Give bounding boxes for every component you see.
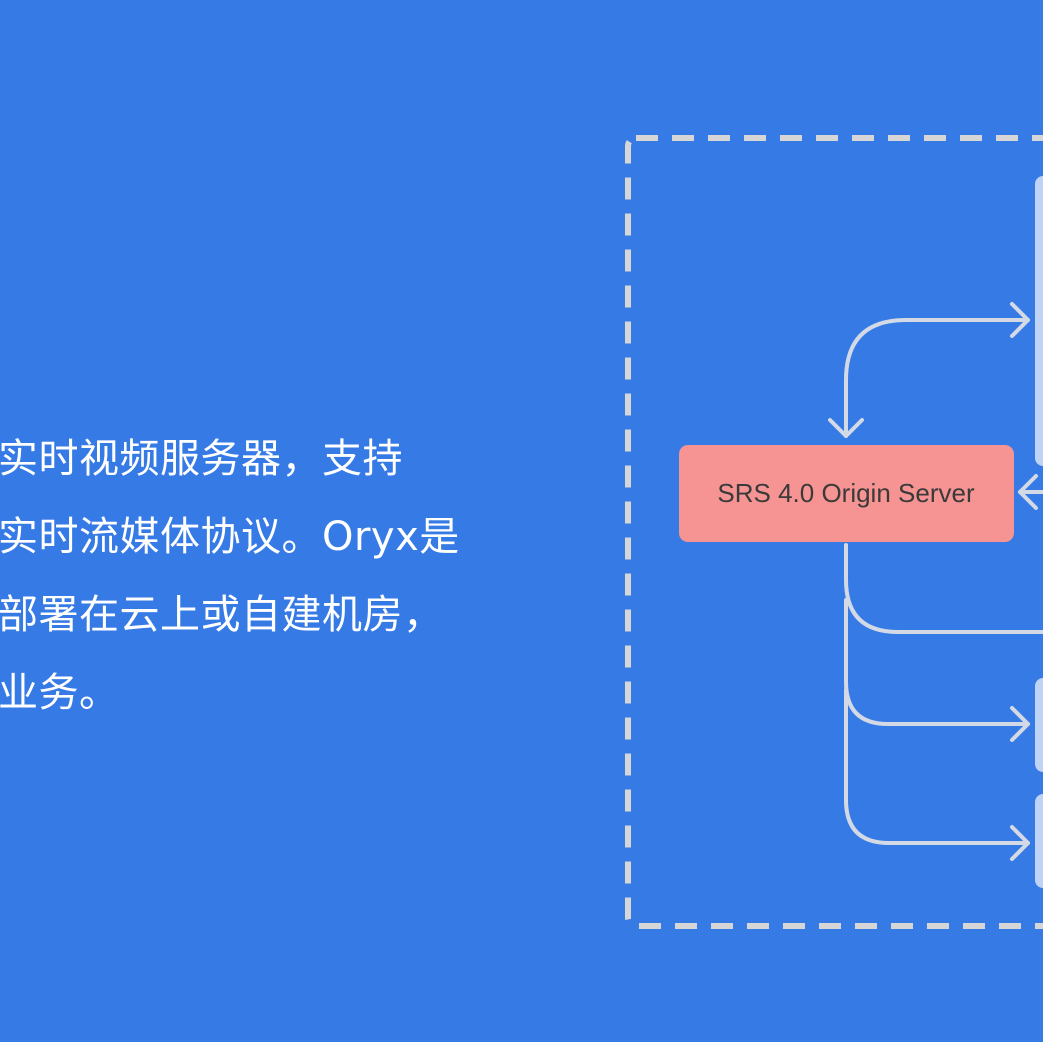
connector-origin-right: [844, 543, 1043, 634]
origin-server-box: [679, 445, 1014, 542]
origin-server-label: SRS 4.0 Origin Server: [717, 478, 975, 508]
arrowhead-into-origin: [1018, 474, 1038, 510]
description-text: 实时视频服务器，支持 实时流媒体协议。Oryx是 部署在云上或自建机房， 业务。: [0, 420, 460, 732]
connector-to-top-node: [844, 318, 1030, 438]
node-box-lower-1: [1035, 678, 1043, 772]
connector-to-lower-node-1: [844, 598, 1030, 726]
arrowhead-lower-node-1: [1010, 706, 1030, 742]
node-box-top: [1035, 176, 1043, 466]
arrowhead-top-node: [1010, 302, 1030, 338]
description-line-4: 业务。: [0, 670, 120, 716]
description-line-3: 部署在云上或自建机房，: [0, 592, 444, 638]
description-line-2: 实时流媒体协议。Oryx是: [0, 514, 460, 560]
arrowhead-origin-down: [828, 418, 864, 438]
node-box-lower-2: [1035, 794, 1043, 888]
connector-to-lower-node-2: [844, 688, 1030, 845]
arrowhead-lower-node-2: [1010, 825, 1030, 861]
description-line-1: 实时视频服务器，支持: [0, 436, 403, 482]
